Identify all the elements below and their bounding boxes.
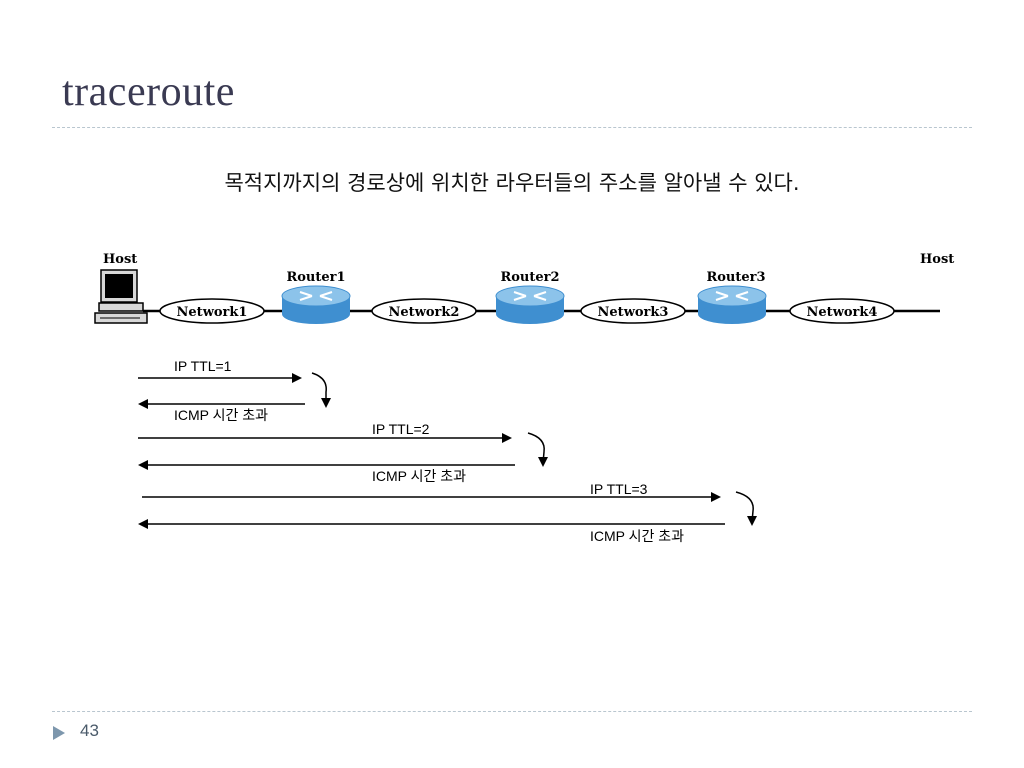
host-right-label: Host [920,252,954,267]
loopback-arrow-1 [311,372,327,404]
network3-label: Network3 [598,305,669,320]
network2-cloud: Network2 [371,298,477,324]
host-left-label: Host [103,252,137,267]
network1-cloud: Network1 [159,298,265,324]
probe-label-ttl1: IP TTL=1 [174,358,232,374]
router1-icon [281,285,351,324]
network2-label: Network2 [389,305,460,320]
footer-divider [52,711,972,712]
probe-arrow-ttl3 [142,492,721,502]
network3-cloud: Network3 [580,298,686,324]
reply-arrow-ttl1 [138,399,305,409]
page-number: 43 [80,721,99,740]
router2-icon [495,285,565,324]
reply-arrow-ttl2 [138,460,515,470]
network1-label: Network1 [177,305,248,320]
probe-label-ttl2: IP TTL=2 [372,421,430,437]
reply-label-ttl1: ICMP 시간 초과 [174,407,268,423]
loopback-arrow-2 [527,432,545,464]
slide-title: traceroute [62,69,235,115]
reply-arrow-ttl3 [138,519,725,529]
probe-label-ttl3: IP TTL=3 [590,481,648,497]
triangle-bullet-icon [53,726,65,740]
reply-label-ttl3: ICMP 시간 초과 [590,528,684,544]
loopback-arrowhead-2 [538,457,548,467]
loopback-arrowhead-1 [321,398,331,408]
router3-icon [697,285,767,324]
network4-label: Network4 [807,305,878,320]
reply-label-ttl2: ICMP 시간 초과 [372,468,466,484]
slide-subtitle: 목적지까지의 경로상에 위치한 라우터들의 주소를 알아낼 수 있다. [224,171,800,195]
network4-cloud: Network4 [789,298,895,324]
title-divider [52,127,972,128]
probe-arrow-ttl1 [138,373,302,383]
loopback-arrowhead-3 [747,516,757,526]
router2-label: Router2 [500,270,559,285]
router3-label: Router3 [706,270,765,285]
probe-arrow-ttl2 [138,433,512,443]
router1-label: Router1 [286,270,345,285]
host-computer-icon [94,269,148,324]
loopback-arrow-3 [735,491,754,523]
